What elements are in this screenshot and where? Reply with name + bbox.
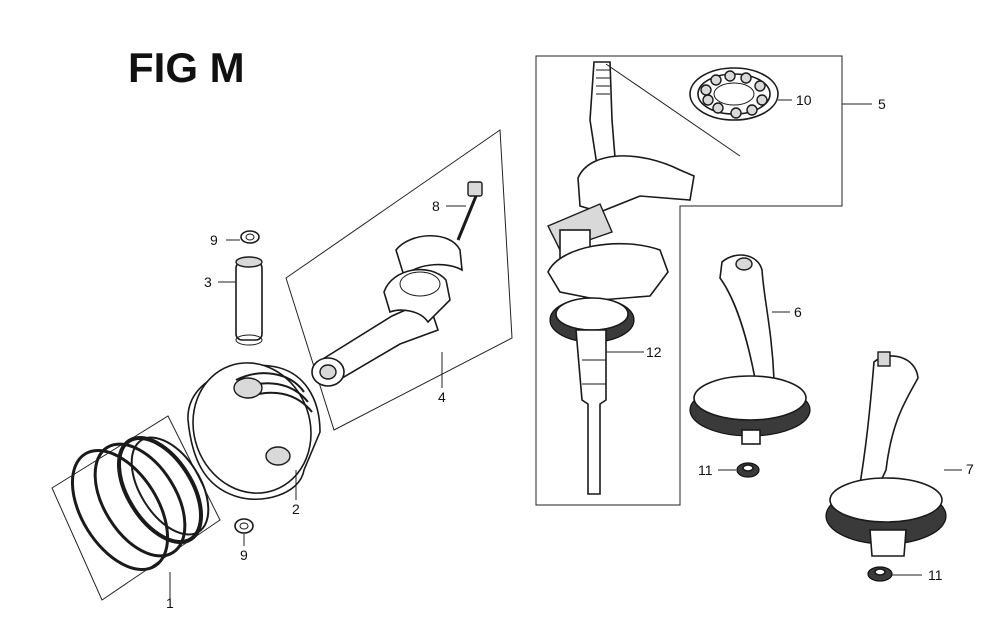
callout-5: 5 — [878, 96, 886, 112]
callout-9-top: 9 — [210, 232, 218, 248]
pin-clip-bottom — [234, 518, 254, 534]
callout-11-upper: 11 — [698, 462, 713, 478]
callout-4: 4 — [438, 389, 446, 405]
piston-ring-set — [51, 415, 221, 601]
callout-1: 1 — [166, 595, 174, 611]
crankshaft-variant-6 — [689, 254, 811, 445]
callout-12: 12 — [646, 344, 662, 360]
pin-clip-top — [240, 230, 260, 244]
figure-title: FIG M — [128, 44, 245, 91]
callout-11-lower: 11 — [928, 567, 943, 583]
washer-lower — [867, 566, 893, 582]
piston-pin — [235, 256, 263, 346]
callout-3: 3 — [204, 274, 212, 290]
connecting-rod-assembly — [285, 129, 513, 431]
washer-upper — [736, 462, 760, 478]
crankshaft-variant-7 — [825, 351, 947, 557]
callout-10: 10 — [796, 92, 812, 108]
callout-7: 7 — [966, 461, 974, 477]
crankshaft-frame — [535, 55, 843, 506]
callout-2: 2 — [292, 501, 300, 517]
callout-9-bottom: 9 — [240, 547, 248, 563]
callout-8: 8 — [432, 198, 440, 214]
piston — [187, 362, 321, 500]
callout-6: 6 — [794, 304, 802, 320]
crankshaft-assembly — [535, 55, 843, 506]
